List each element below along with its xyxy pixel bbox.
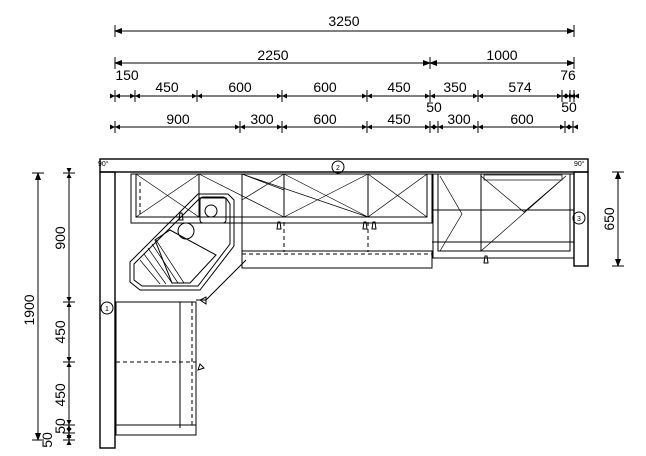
- dim-label: 450: [52, 383, 68, 407]
- dimension-row-3: 150 76 450 600 600 450 350 574 50 50: [110, 67, 579, 115]
- wall-marker-3: 3: [572, 211, 586, 225]
- dimension-arrow: [473, 93, 483, 99]
- dimension-arrow: [66, 357, 72, 367]
- dim-150: 150: [115, 67, 139, 83]
- dim-label: 600: [313, 79, 337, 95]
- wall-3-label: 3: [577, 216, 581, 223]
- wall-cabinets: [130, 173, 575, 268]
- dim-1000: 1000: [486, 47, 517, 63]
- dimension-arrow: [130, 93, 140, 99]
- angle-left: 90°: [98, 160, 109, 168]
- dim-label: 450: [52, 320, 68, 344]
- dim-label: 300: [250, 111, 274, 127]
- dimension-arrow: [66, 297, 72, 307]
- dim-label: 450: [155, 79, 179, 95]
- angle-right: 90°: [574, 160, 585, 168]
- dim-50: 50: [426, 99, 442, 115]
- dim-label: 50: [52, 418, 68, 434]
- wall-1-label: 1: [105, 306, 109, 313]
- wall-marker-2: 2: [331, 160, 345, 174]
- dimension-arrow: [557, 93, 567, 99]
- dim-label: 600: [228, 79, 252, 95]
- dim-3250: 3250: [328, 13, 359, 29]
- dimension-arrow: [66, 168, 72, 178]
- dimension-arrow: [362, 93, 372, 99]
- dimension-arrow: [110, 124, 120, 130]
- dim-label: 450: [387, 111, 411, 127]
- dimension-arrow: [473, 124, 483, 130]
- dimension-arrow: [66, 420, 72, 430]
- dimension-row-4: 900 300 600 450 300 600: [110, 111, 578, 133]
- dim-2250: 2250: [257, 47, 288, 63]
- dim-label: 900: [166, 111, 190, 127]
- dimension-right: 650: [601, 171, 624, 267]
- dimension-left-total: 1900: [21, 172, 44, 441]
- dim-label: 50: [39, 432, 55, 448]
- dim-label: 600: [510, 111, 534, 127]
- dim-label: 300: [447, 111, 471, 127]
- dim-50: 50: [561, 99, 577, 115]
- dimension-arrow: [568, 124, 578, 130]
- dimension-arrow: [362, 124, 372, 130]
- base-cabinets: [115, 222, 433, 436]
- dim-label: 900: [52, 226, 68, 250]
- dimension-arrow: [560, 124, 570, 130]
- dimension-total-width: 3250: [114, 13, 575, 37]
- dim-76: 76: [560, 67, 576, 83]
- dimension-row-2: 2250 1000: [114, 47, 575, 69]
- walls: 90° 90° 1 2 3: [98, 158, 589, 449]
- outlet-markers: [178, 212, 489, 371]
- dimension-arrow: [277, 124, 287, 130]
- dim-label: 600: [313, 111, 337, 127]
- wall-marker-1: 1: [100, 301, 114, 315]
- dimension-arrow: [433, 124, 443, 130]
- dimension-arrow: [569, 93, 579, 99]
- dimension-arrow: [192, 93, 202, 99]
- dimension-arrow: [235, 124, 245, 130]
- corner-sink: [129, 193, 235, 291]
- wall-2-label: 2: [336, 165, 340, 172]
- dim-label: 450: [387, 79, 411, 95]
- dimension-arrow: [66, 435, 72, 445]
- dim-1900: 1900: [21, 294, 37, 325]
- dim-650: 650: [601, 207, 617, 231]
- dimension-arrow: [425, 93, 435, 99]
- dim-label: 350: [443, 79, 467, 95]
- dim-label: 574: [508, 79, 532, 95]
- dimension-arrow: [277, 93, 287, 99]
- dimension-arrow: [110, 93, 120, 99]
- dimension-left-segments: 900 450 450 50 50: [39, 168, 75, 448]
- dimension-arrow: [425, 124, 435, 130]
